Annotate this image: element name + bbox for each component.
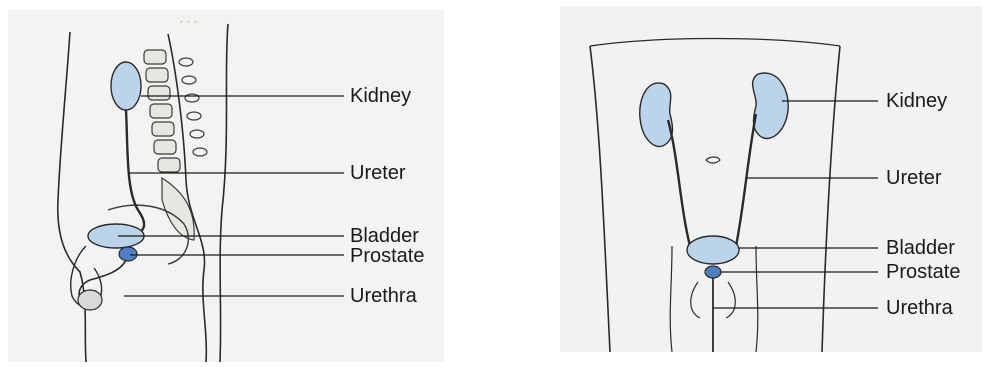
kidney-shape: [111, 62, 141, 110]
side-view-panel: …: [8, 10, 444, 362]
bladder-shape: [687, 236, 739, 264]
bladder-label: Bladder: [886, 238, 955, 258]
body-outline-front: [58, 32, 86, 362]
leg-line-right: [756, 246, 758, 352]
front-view-panel: Kidney Ureter Bladder Prostate Urethra: [560, 6, 982, 352]
prostate-shape: [119, 247, 137, 261]
side-view-diagram: [8, 10, 444, 362]
ureter-shape: [126, 110, 144, 234]
bladder-label: Bladder: [350, 226, 419, 246]
prostate-label: Prostate: [886, 262, 960, 282]
kidney-label: Kidney: [886, 91, 947, 111]
torso-top: [590, 39, 840, 47]
ureter-right-shape: [736, 114, 756, 246]
kidney-right-shape: [753, 73, 789, 138]
ureter-label: Ureter: [350, 163, 406, 183]
spine: [144, 50, 194, 240]
kidney-left-shape: [640, 83, 673, 147]
prostate-shape: [705, 266, 721, 278]
torso-outline-left: [590, 46, 610, 352]
kidney-label: Kidney: [350, 86, 411, 106]
testis-shape: [78, 290, 102, 310]
leg-line-left: [670, 246, 672, 352]
torso-outline-right: [822, 46, 840, 352]
navel: [706, 157, 720, 163]
urethra-label: Urethra: [350, 286, 417, 306]
prostate-label: Prostate: [350, 246, 424, 266]
ureter-left-shape: [668, 120, 690, 246]
back-outline: [220, 24, 228, 362]
ureter-label: Ureter: [886, 168, 942, 188]
urethra-label: Urethra: [886, 298, 953, 318]
label-lines: [713, 101, 878, 308]
